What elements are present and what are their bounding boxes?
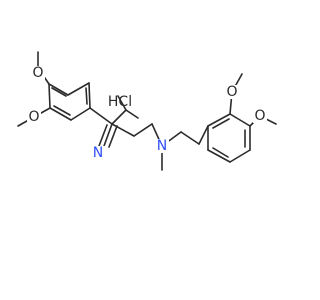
atom-oxygen: O: [32, 65, 43, 81]
atom-labels: O O O O N N HCl: [27, 65, 267, 161]
atom-oxygen: O: [28, 109, 39, 125]
salt-label: HCl: [108, 94, 132, 110]
bonds: [17, 51, 277, 171]
atom-nitrogen-nitrile: N: [93, 145, 103, 161]
atom-oxygen: O: [254, 108, 265, 124]
atom-oxygen: O: [226, 84, 237, 100]
atom-nitrogen-amine: N: [157, 138, 167, 154]
chemical-structure: O O O O N N HCl: [17, 51, 277, 171]
